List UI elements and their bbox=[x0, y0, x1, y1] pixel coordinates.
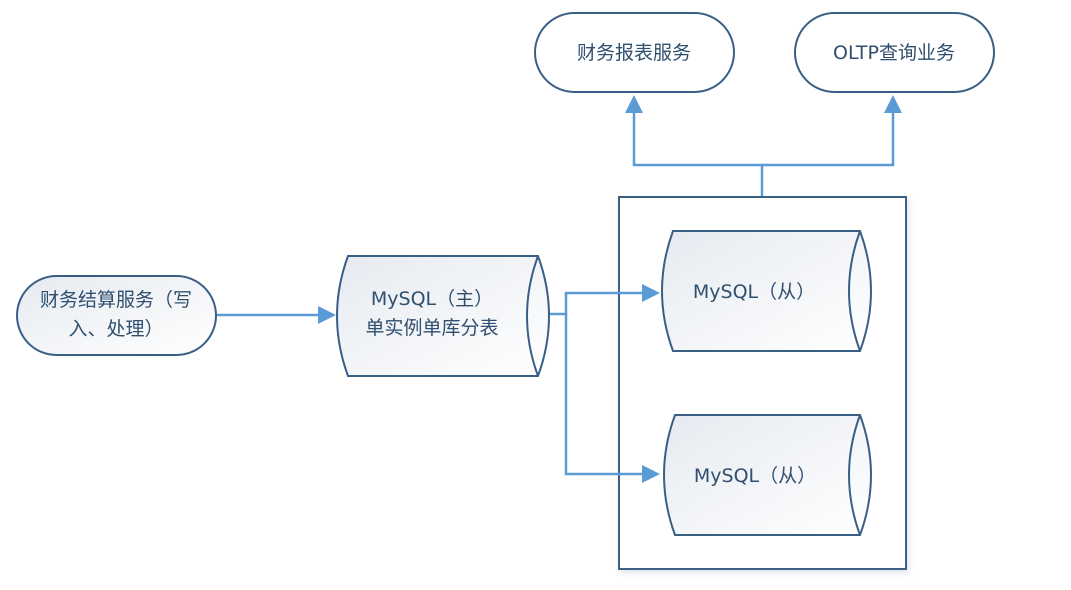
node-oltp-label: OLTP查询业务 bbox=[833, 42, 955, 64]
edge-group-oltp bbox=[762, 113, 895, 167]
arrow-head bbox=[318, 306, 336, 324]
connectors bbox=[216, 95, 902, 483]
node-report[interactable]: 财务报表服务 bbox=[534, 12, 735, 93]
node-slave-2-label: MySQL（从） bbox=[694, 465, 816, 487]
node-settlement-line-2: 入、处理） bbox=[68, 318, 163, 340]
node-report-label: 财务报表服务 bbox=[577, 42, 691, 64]
node-master-line-2: 单实例单库分表 bbox=[365, 317, 498, 339]
node-settlement[interactable]: 财务结算服务（写 入、处理） bbox=[16, 275, 217, 356]
arrow-head bbox=[884, 95, 902, 113]
node-slave-1[interactable]: MySQL（从） bbox=[661, 230, 872, 352]
node-oltp[interactable]: OLTP查询业务 bbox=[794, 12, 995, 93]
arrow-head bbox=[642, 465, 660, 483]
node-master-line-1: MySQL（主） bbox=[371, 288, 493, 310]
arrow-head bbox=[625, 95, 643, 113]
edge-master-slave1 bbox=[548, 291, 642, 316]
arrow-head bbox=[642, 284, 660, 302]
edge-group-report bbox=[632, 113, 764, 196]
node-slave-2[interactable]: MySQL（从） bbox=[663, 414, 872, 536]
edge-master-slave2 bbox=[564, 314, 642, 476]
node-slave-1-label: MySQL（从） bbox=[693, 281, 815, 303]
node-settlement-line-1: 财务结算服务（写 bbox=[40, 289, 192, 311]
node-master[interactable]: MySQL（主） 单实例单库分表 bbox=[336, 255, 550, 377]
